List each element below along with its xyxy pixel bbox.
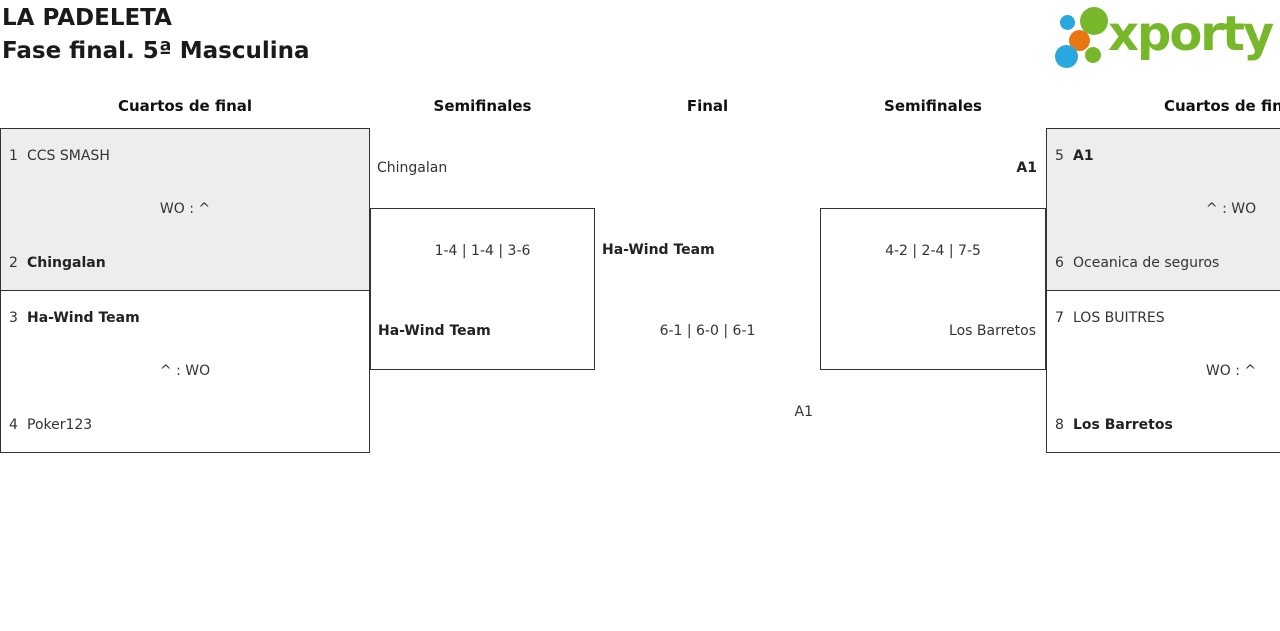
round-header-final: Final [686,97,729,115]
match-score: ^ : WO [159,363,211,379]
team-name: A1 [1073,148,1094,164]
match-quarterfinal-3[interactable]: 5 A1 ^ : WO 6 Oceanica de seguros [1046,128,1280,291]
team-name: CCS SMASH [27,148,110,164]
team-row: 4 Poker123 [1,417,369,434]
final-bottom-team: A1 [794,404,813,420]
semifinal-left-top-team: Chingalan [377,160,448,176]
match-quarterfinal-1[interactable]: 1 CCS SMASH WO : ^ 2 Chingalan [0,128,370,291]
final-top-team: Ha-Wind Team [602,242,715,258]
semifinal-right-top-team: A1 [1016,160,1037,176]
match-score: 1-4 | 1-4 | 3-6 [434,243,531,259]
xporty-logo[interactable]: xporty [1050,0,1280,72]
logo-dot-icon [1080,7,1108,35]
seed-number: 5 [1055,148,1064,164]
match-semifinal-right[interactable]: 4-2 | 2-4 | 7-5 Los Barretos [820,208,1046,370]
logo-wordmark: xporty [1108,6,1274,62]
team-row: 3 Ha-Wind Team [1,310,369,327]
team-row: 7 LOS BUITRES [1047,310,1280,327]
seed-number: 1 [9,148,18,164]
team-row: 1 CCS SMASH [1,148,369,165]
team-name: Poker123 [27,417,93,433]
match-score: 4-2 | 2-4 | 7-5 [885,243,981,259]
seed-number: 6 [1055,255,1064,271]
team-row: 2 Chingalan [1,255,369,272]
logo-dot-icon [1055,45,1078,68]
team-name: Ha-Wind Team [27,310,140,326]
team-name: Los Barretos [1073,417,1173,433]
seed-number: 3 [9,310,18,326]
round-header-semifinals-right: Semifinales [884,97,982,115]
final-score: 6-1 | 6-0 | 6-1 [659,323,756,339]
seed-number: 7 [1055,310,1064,326]
logo-dot-icon [1060,15,1075,30]
seed-number: 4 [9,417,18,433]
team-name: Ha-Wind Team [378,323,491,339]
seed-number: 8 [1055,417,1064,433]
match-quarterfinal-4[interactable]: 7 LOS BUITRES WO : ^ 8 Los Barretos [1046,290,1280,453]
seed-number: 2 [9,255,18,271]
team-row: 8 Los Barretos [1047,417,1280,434]
header: LA PADELETA Fase final. 5ª Masculina [2,2,310,68]
team-name: Los Barretos [949,323,1036,339]
round-header-semifinals-left: Semifinales [433,97,532,115]
round-header-quarterfinals-left: Cuartos de final [117,97,253,115]
round-header-quarterfinals-right: Cuartos de final [1163,97,1280,115]
team-name: Oceanica de seguros [1073,255,1220,271]
logo-dot-icon [1069,30,1090,51]
page-title: LA PADELETA [2,5,172,31]
match-quarterfinal-2[interactable]: 3 Ha-Wind Team ^ : WO 4 Poker123 [0,290,370,453]
logo-dot-icon [1085,47,1101,63]
match-score: WO : ^ [159,201,211,217]
team-name: LOS BUITRES [1073,310,1165,326]
match-semifinal-left[interactable]: 1-4 | 1-4 | 3-6 Ha-Wind Team [370,208,595,370]
match-score: ^ : WO [1205,201,1257,217]
match-score: WO : ^ [1205,363,1257,379]
team-row: 5 A1 [1047,148,1280,165]
team-row: 6 Oceanica de seguros [1047,255,1280,272]
page-subtitle: Fase final. 5ª Masculina [2,38,310,64]
team-name: Chingalan [27,255,106,271]
